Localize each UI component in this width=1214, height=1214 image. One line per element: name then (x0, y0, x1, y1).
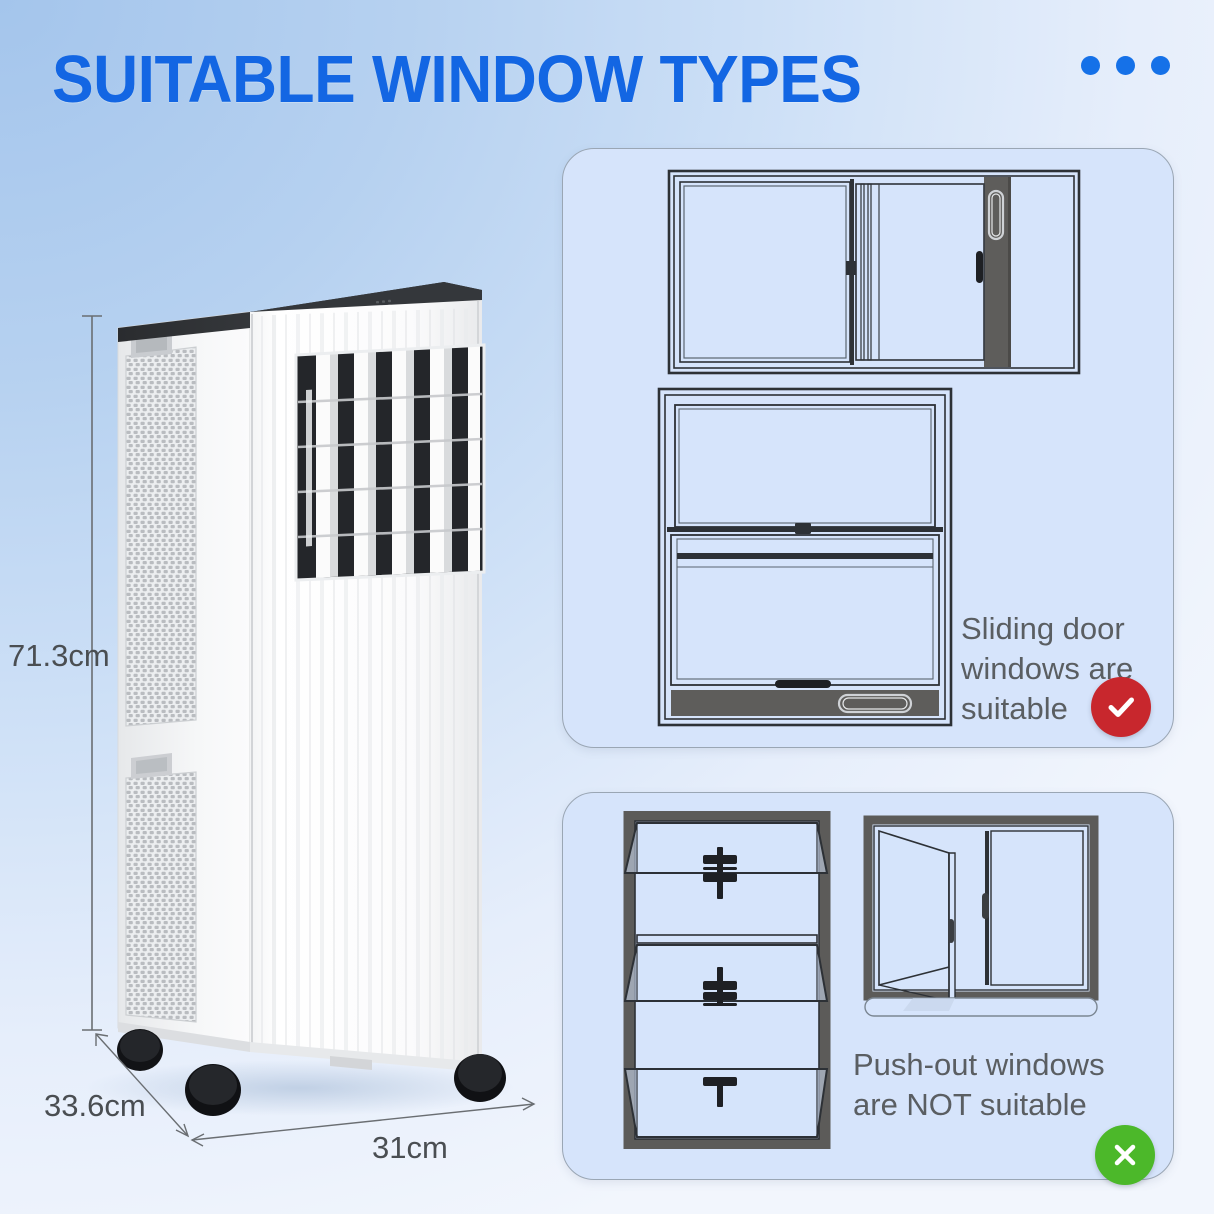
dot-icon (1116, 56, 1135, 75)
status-badge-suitable (1091, 677, 1151, 737)
panel-suitable-windows: Sliding door windows are suitable (562, 148, 1174, 748)
ac-louver-vent (294, 343, 486, 582)
dot-icon (1081, 56, 1100, 75)
page-title: SUITABLE WINDOW TYPES (52, 42, 862, 117)
dimension-width-label: 31cm (372, 1130, 448, 1165)
panel-unsuitable-windows: Push-out windows are NOT suitable (562, 792, 1174, 1185)
cross-icon (1114, 1144, 1136, 1166)
dimension-height-label: 71.3cm (8, 638, 110, 673)
caption-unsuitable: Push-out windows are NOT suitable (853, 1047, 1105, 1122)
decorative-dots (1081, 56, 1170, 75)
ac-side-face (117, 311, 251, 1051)
dimension-depth-label: 33.6cm (44, 1088, 146, 1123)
product-illustration-air-conditioner (0, 250, 560, 1180)
status-badge-not-suitable (1095, 1125, 1155, 1185)
check-icon (1108, 697, 1134, 717)
dot-icon (1151, 56, 1170, 75)
awning-push-out-window-diagram (621, 811, 833, 1149)
horizontal-sliding-window-diagram (667, 169, 1081, 375)
caption-suitable: Sliding door windows are suitable (961, 611, 1134, 726)
vertical-sash-window-diagram (657, 387, 953, 727)
casement-push-out-window-diagram (863, 815, 1099, 1037)
